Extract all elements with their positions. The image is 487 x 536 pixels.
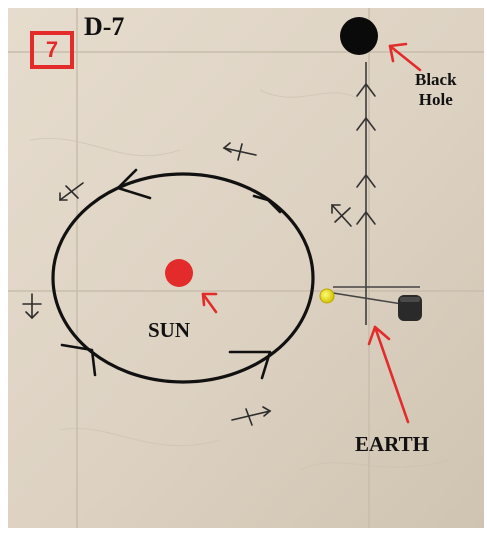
red-arrow-sun bbox=[201, 292, 218, 314]
earth-ball bbox=[319, 288, 335, 304]
sun-dot bbox=[165, 259, 193, 287]
annotation-arrows bbox=[201, 42, 422, 424]
cross-mark-bottom bbox=[231, 406, 272, 426]
sun-label: SUN bbox=[148, 318, 191, 342]
earth-apparatus bbox=[319, 286, 422, 321]
figure-number-badge: 7 bbox=[30, 31, 74, 69]
upward-arrows bbox=[356, 82, 376, 225]
cross-mark-far-left bbox=[22, 293, 42, 320]
floor-background bbox=[8, 8, 484, 528]
orbit-arrow-top-right bbox=[252, 194, 282, 214]
cross-mark-top bbox=[222, 142, 257, 161]
orbit-arrow-top-left bbox=[116, 168, 152, 200]
black-hole-label-line1: Black bbox=[415, 70, 457, 89]
orbit-circle bbox=[51, 172, 315, 384]
orbit-arrows bbox=[60, 168, 282, 380]
black-hole-label: Black Hole bbox=[415, 70, 457, 110]
earth-label: EARTH bbox=[355, 432, 429, 456]
black-hole-label-line2: Hole bbox=[418, 90, 453, 109]
red-arrow-black-hole bbox=[388, 42, 422, 72]
figure-title: D-7 bbox=[84, 12, 125, 41]
cross-mark-right bbox=[331, 204, 352, 227]
cross-mark-left bbox=[59, 182, 84, 201]
cross-marks bbox=[22, 142, 352, 426]
tile-seams bbox=[8, 8, 484, 528]
orbit-arrow-bottom-right bbox=[228, 350, 272, 380]
black-hole-disc bbox=[340, 17, 378, 55]
orbit-arrow-bottom-left bbox=[60, 343, 97, 377]
red-arrow-earth bbox=[367, 325, 410, 424]
marble-veins bbox=[29, 89, 451, 471]
